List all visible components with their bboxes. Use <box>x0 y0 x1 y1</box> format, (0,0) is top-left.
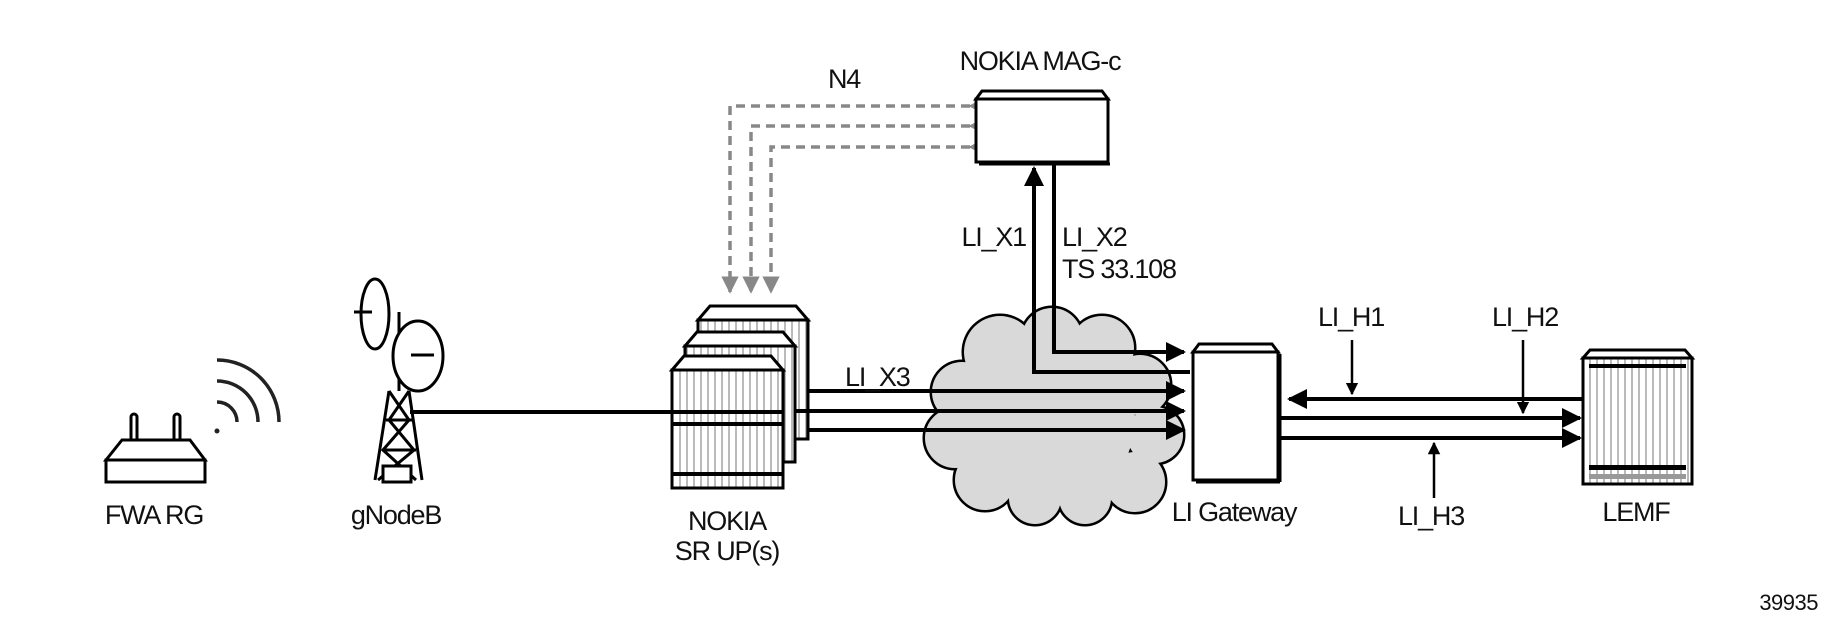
li-gateway-box <box>1190 342 1282 484</box>
li-h-links <box>1281 340 1583 498</box>
lemf-chassis-icon <box>1579 348 1696 486</box>
li-x1-link <box>1024 166 1190 374</box>
fwa-rg-label: FWA RG <box>105 500 203 530</box>
mag-c-label: NOKIA MAG-c <box>960 46 1122 76</box>
fwa-router-icon <box>102 412 208 484</box>
n4-label: N4 <box>828 64 861 94</box>
sr-up-label-line1: NOKIA <box>688 506 767 536</box>
li-h1-label: LI_H1 <box>1318 302 1384 332</box>
li-x2-label: LI_X2 <box>1062 222 1127 252</box>
li-x3-label: LI_X3 <box>845 362 910 392</box>
li-h3-label: LI_H3 <box>1398 501 1464 531</box>
gnodeb-tower-icon <box>354 277 445 484</box>
li-x3-links <box>795 381 1186 440</box>
li-x1-label: LI_X1 <box>961 222 1026 252</box>
mag-c-box <box>973 89 1111 166</box>
ts-33108-label: TS 33.108 <box>1062 254 1176 284</box>
sr-up-chassis-icon <box>668 304 812 490</box>
figure-id: 39935 <box>1759 590 1818 615</box>
li-x2-link <box>1052 163 1186 362</box>
wifi-signal-icon <box>214 358 281 434</box>
lemf-label: LEMF <box>1602 497 1670 527</box>
sr-up-label-line2: SR UP(s) <box>675 536 780 566</box>
n4-links <box>721 97 986 294</box>
gnodeb-label: gNodeB <box>351 500 442 530</box>
li-h2-label: LI_H2 <box>1492 302 1558 332</box>
li-gateway-label: LI Gateway <box>1172 497 1298 527</box>
